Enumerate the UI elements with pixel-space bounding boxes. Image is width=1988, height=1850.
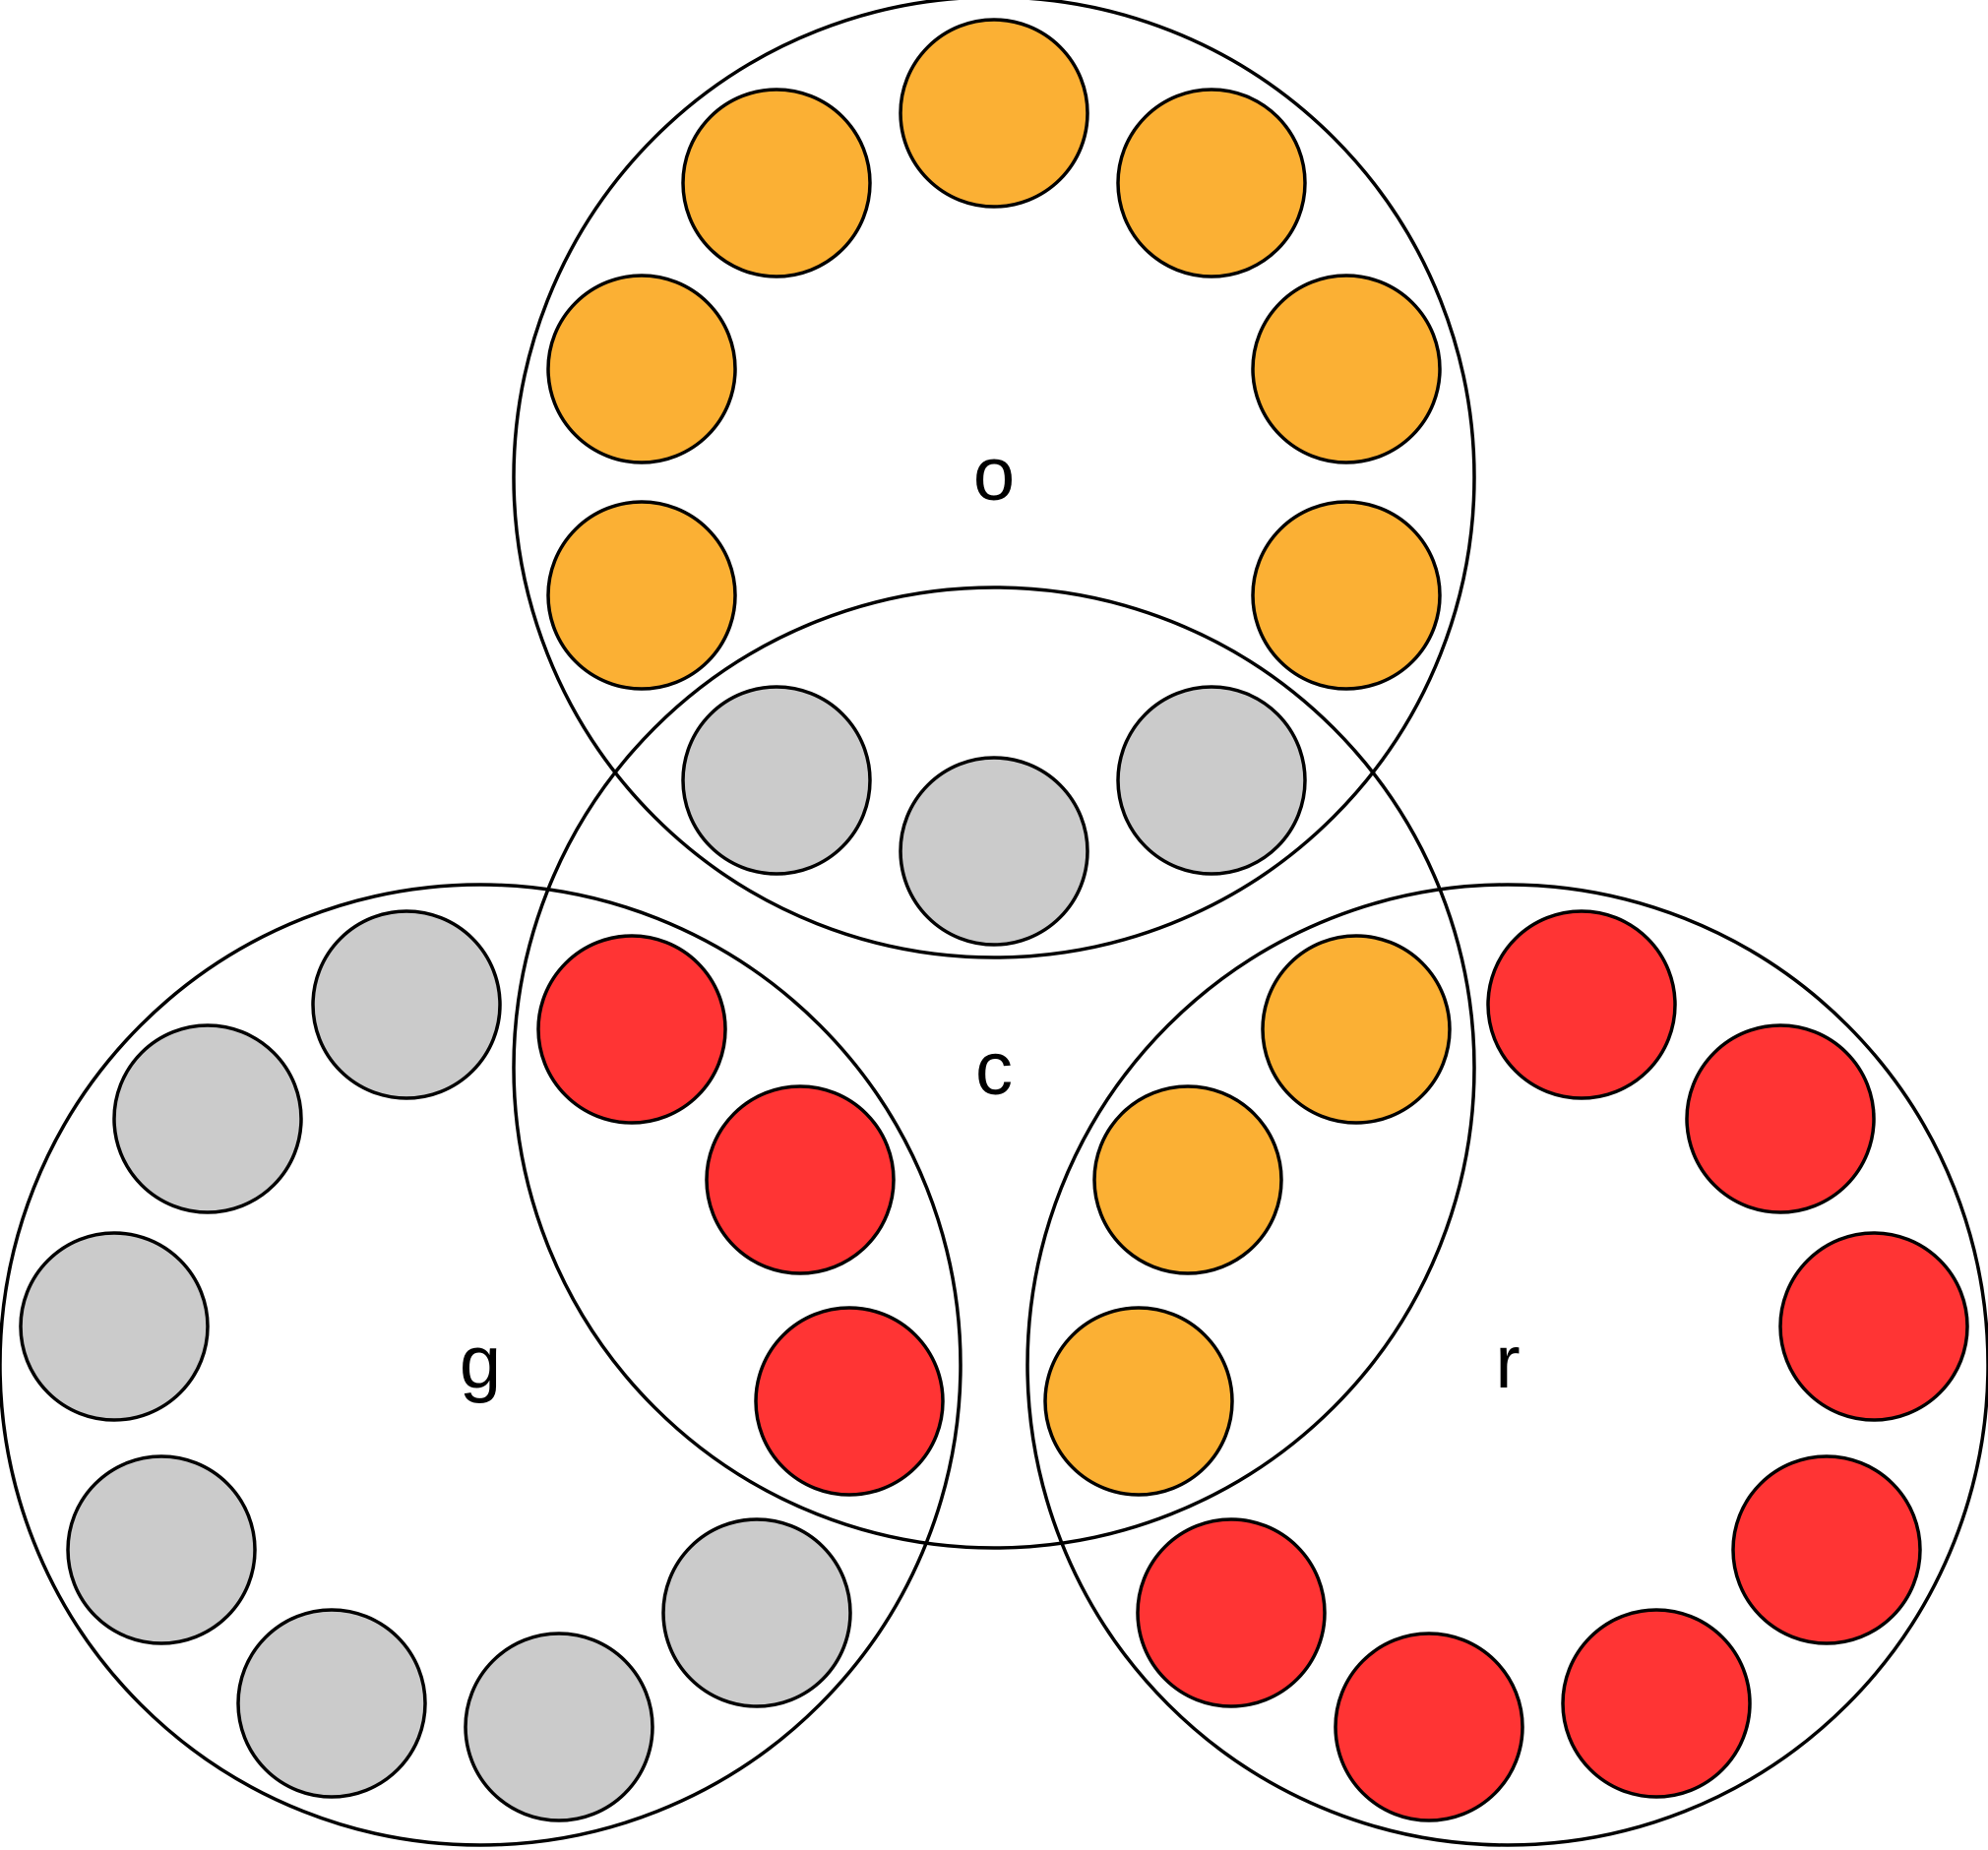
red-member-dot bbox=[1561, 1608, 1752, 1799]
red-member-dot bbox=[1778, 1231, 1969, 1422]
set-labels: o c g r bbox=[460, 433, 1521, 1404]
set-r-ring bbox=[1025, 883, 1988, 1847]
red-member-dot bbox=[705, 1084, 896, 1275]
orange-member-dot bbox=[546, 500, 737, 691]
orange-member-dot bbox=[1261, 934, 1452, 1125]
gray-member-dot bbox=[66, 1454, 257, 1645]
set-o-ring bbox=[512, 0, 1476, 959]
set-g-ring bbox=[0, 883, 963, 1847]
red-member-dot bbox=[536, 934, 727, 1125]
red-member-dot bbox=[754, 1306, 945, 1497]
red-member-dot bbox=[1685, 1023, 1876, 1214]
orange-member-dot bbox=[1116, 88, 1307, 278]
orange-member-dot bbox=[1251, 274, 1442, 464]
orange-member-dot bbox=[1043, 1306, 1234, 1497]
red-member-dot bbox=[1486, 909, 1677, 1100]
gray-member-dot bbox=[661, 1517, 852, 1708]
orange-member-dot bbox=[546, 274, 737, 464]
orange-member-dot bbox=[899, 18, 1089, 209]
gray-member-dot bbox=[1116, 685, 1307, 876]
set-g-label: g bbox=[460, 1321, 501, 1404]
red-member-dot bbox=[1136, 1517, 1327, 1708]
gray-member-dot bbox=[681, 685, 872, 876]
set-o-label: o bbox=[973, 433, 1015, 517]
gray-member-dot bbox=[236, 1608, 427, 1799]
red-member-dot bbox=[1731, 1454, 1922, 1645]
set-c-label: c bbox=[975, 1027, 1013, 1111]
gray-member-dot bbox=[112, 1023, 303, 1214]
gray-member-dot bbox=[311, 909, 502, 1100]
set-r-label: r bbox=[1495, 1321, 1520, 1404]
orange-member-dot bbox=[1251, 500, 1442, 691]
set-c-ring bbox=[512, 586, 1476, 1550]
gray-member-dot bbox=[899, 756, 1089, 947]
orange-member-dot bbox=[681, 88, 872, 278]
member-dots bbox=[19, 18, 1969, 1822]
gray-member-dot bbox=[464, 1632, 654, 1822]
gray-member-dot bbox=[19, 1231, 210, 1422]
red-member-dot bbox=[1334, 1632, 1524, 1822]
orange-member-dot bbox=[1092, 1084, 1283, 1275]
